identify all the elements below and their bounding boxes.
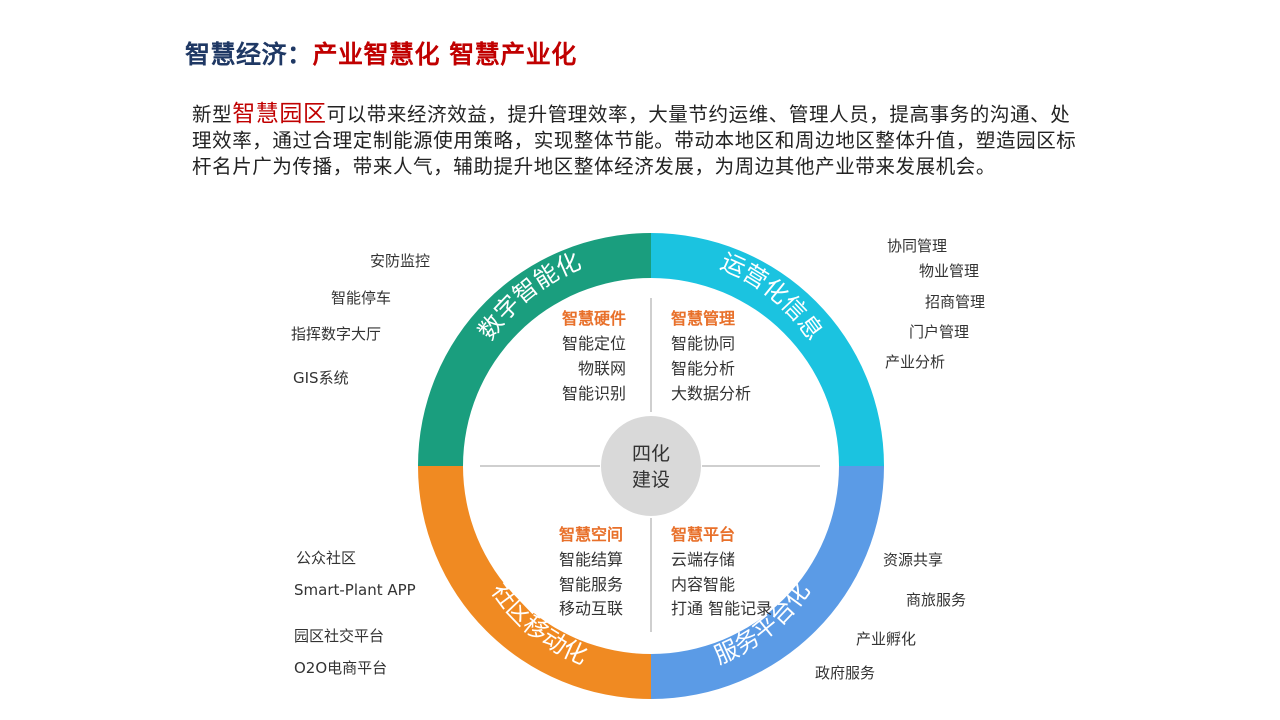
side-label: 资源共享 <box>883 551 944 569</box>
quadrant-item: 物联网 <box>578 359 626 378</box>
side-label: 门户管理 <box>909 323 970 341</box>
side-label: O2O电商平台 <box>294 659 388 677</box>
side-label: 安防监控 <box>370 252 431 270</box>
quadrant-item: 智能识别 <box>562 384 626 403</box>
intro-highlight: 智慧园区 <box>232 101 327 127</box>
quadrant-item: 智能协同 <box>671 334 735 353</box>
title-prefix: 智慧经济： <box>185 40 313 69</box>
side-label: 协同管理 <box>887 237 948 255</box>
intro-paragraph: 新型智慧园区可以带来经济效益，提升管理效率，大量节约运维、管理人员，提高事务的沟… <box>192 101 1082 180</box>
side-label: 园区社交平台 <box>294 627 385 645</box>
intro-lead: 新型 <box>192 103 233 126</box>
quadrant-title-top-right: 智慧管理 <box>671 309 735 328</box>
side-label: Smart-Plant APP <box>294 581 416 599</box>
quadrant-item: 大数据分析 <box>671 384 751 403</box>
slide-title: 智慧经济：产业智慧化 智慧产业化 <box>185 35 577 71</box>
side-label: 产业孵化 <box>856 630 917 648</box>
side-label: 招商管理 <box>925 293 986 311</box>
quadrant-item: 智能分析 <box>671 359 735 378</box>
center-line-1: 四化 <box>632 443 670 465</box>
side-label: 产业分析 <box>885 353 946 371</box>
intro-body: 可以带来经济效益，提升管理效率，大量节约运维、管理人员，提高事务的沟通、处理效率… <box>192 103 1077 178</box>
ring-segment-bottom-right <box>651 466 884 699</box>
quadrant-item: 打通 智能记录 <box>671 599 772 618</box>
quadrant-title-top-left: 智慧硬件 <box>562 309 626 328</box>
side-label: 智能停车 <box>331 289 392 307</box>
quadrant-item: 智能服务 <box>559 575 623 594</box>
center-line-2: 建设 <box>632 469 670 491</box>
side-label: 商旅服务 <box>906 591 967 609</box>
quadrant-item: 智能结算 <box>559 550 623 569</box>
center-circle <box>601 416 701 516</box>
side-label: 公众社区 <box>296 549 357 567</box>
quadrant-item: 内容智能 <box>671 575 735 594</box>
ring-segment-top-right <box>651 233 884 466</box>
quadrant-item: 移动互联 <box>559 599 623 618</box>
ring-segment-bottom-left <box>418 466 651 699</box>
side-label: 物业管理 <box>919 262 980 280</box>
side-label: 政府服务 <box>815 664 876 682</box>
quadrant-item: 云端存储 <box>671 550 735 569</box>
title-main: 产业智慧化 智慧产业化 <box>312 40 577 69</box>
quadrant-item: 智能定位 <box>562 334 626 353</box>
quadrant-title-bottom-right: 智慧平台 <box>671 525 735 544</box>
side-label: 指挥数字大厅 <box>291 325 382 343</box>
ring-segment-top-left <box>418 233 651 466</box>
side-label: GIS系统 <box>293 369 349 387</box>
quadrant-title-bottom-left: 智慧空间 <box>559 525 623 544</box>
